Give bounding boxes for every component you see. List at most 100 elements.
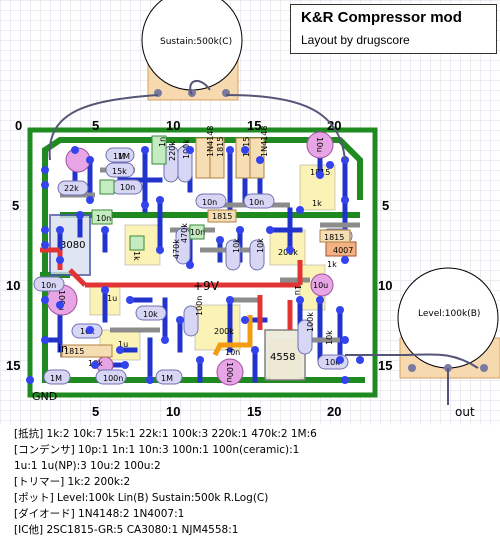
solder-dot — [86, 196, 94, 204]
label-22k: 22k — [64, 184, 79, 193]
label-1815-c: 1815 — [324, 233, 344, 242]
solder-dot — [41, 241, 49, 249]
solder-dot — [316, 171, 324, 179]
solder-dot — [186, 146, 194, 154]
parts-pots: [ポット] Level:100k Lin(B) Sustain:500k R.L… — [14, 492, 269, 504]
solder-dot — [41, 336, 49, 344]
row-label-right-10: 10 — [378, 278, 392, 293]
solder-dot — [316, 296, 324, 304]
label-10n-c: 10n — [249, 198, 264, 207]
label-200k-b: 200k — [214, 327, 234, 336]
parts-capacitors: [コンデンサ] 10p:1 1n:1 10n:3 100n:1 100n(cer… — [14, 444, 300, 456]
parts-capacitors-cont: 1u:1 1u(NP):3 10u:2 100u:2 — [14, 460, 161, 472]
label-10k-a: 10k — [232, 238, 241, 253]
solder-dot — [336, 306, 344, 314]
label-10n-g: 10n — [190, 228, 205, 237]
cap-label-100u-bottom: 100u — [225, 362, 234, 382]
solder-dot — [156, 246, 164, 254]
label-out: out — [455, 405, 475, 419]
label-1815-a: 1815 — [216, 137, 225, 157]
label-gnd: GND — [32, 390, 57, 403]
solder-dot — [196, 356, 204, 364]
ic-4558-label: 4558 — [270, 352, 295, 363]
label-10k-f: 10k — [325, 358, 340, 367]
parts-ics: [IC他] 2SC1815-GR:5 CA3080:1 NJM4558:1 — [14, 524, 239, 536]
solder-dot — [56, 226, 64, 234]
film-caps — [91, 135, 357, 257]
solder-dot — [41, 296, 49, 304]
label-4007: 4007 — [333, 246, 353, 255]
row-label-10: 10 — [6, 278, 20, 293]
label-1u-b: 1u — [293, 285, 302, 295]
col-label-20: 20 — [327, 118, 341, 133]
label-100n-b: 100n — [103, 374, 123, 383]
solder-dot — [336, 356, 344, 364]
solder-dot — [341, 256, 349, 264]
sustain-pot-label: Sustain:500k(C) — [160, 37, 232, 47]
col-label-5: 5 — [92, 118, 99, 133]
label-1m-d: 1M — [118, 152, 130, 161]
solder-dot — [26, 376, 34, 384]
solder-points — [26, 146, 364, 384]
label-1n: 1n — [158, 137, 167, 147]
row-label-right-15: 15 — [378, 358, 392, 373]
label-470k-a: 470k — [180, 223, 189, 243]
solder-dot — [56, 256, 64, 264]
label-1u-c: 1u — [118, 340, 128, 349]
orange-trace — [212, 315, 253, 357]
label-10n-e: 10n — [96, 214, 111, 223]
parts-resistors: [抵抗] 1k:2 10k:7 15k:1 22k:1 100k:3 220k:… — [14, 428, 317, 440]
solder-dot — [251, 346, 259, 354]
parts-trimmers: [トリマー] 1k:2 200k:2 — [14, 476, 131, 488]
label-10n-d: 10n — [41, 281, 56, 290]
col-label-10: 10 — [166, 118, 180, 133]
cap-label-100u-left: 100u — [57, 290, 66, 310]
ic-3080-label: 3080 — [60, 240, 85, 251]
stripboard-layout: 0 5 10 15 20 5 10 15 20 5 10 15 5 10 15 … — [6, 0, 500, 419]
label-1k-a: 1k — [312, 199, 322, 208]
solder-dot — [216, 236, 224, 244]
col-label-bottom-10: 10 — [166, 404, 180, 419]
cap-label-10u-top: 10u — [315, 137, 324, 152]
solder-dot — [161, 336, 169, 344]
solder-dot — [256, 156, 264, 164]
solder-dot — [296, 206, 304, 214]
solder-dot — [71, 146, 79, 154]
solder-dot — [41, 226, 49, 234]
label-in: in — [58, 342, 68, 355]
solder-dot — [116, 346, 124, 354]
level-pot-label: Level:100k(B) — [418, 309, 480, 319]
solder-dot — [341, 196, 349, 204]
parts-list: [抵抗] 1k:2 10k:7 15k:1 22k:1 100k:3 220k:… — [14, 426, 494, 538]
label-10n-f: 10n — [225, 348, 240, 357]
label-1n4148-b: 1N4148 — [260, 126, 269, 157]
label-1m-a: 1M — [113, 152, 125, 161]
label-15k: 15k — [112, 167, 127, 176]
label-1n4148-a: 1N4148 — [206, 126, 215, 157]
solder-dot — [56, 301, 64, 309]
label-220k: 220k — [168, 141, 177, 161]
solder-dot — [76, 211, 84, 219]
semiconductor-bodies — [61, 137, 351, 358]
label-10n-b: 10n — [202, 198, 217, 207]
solder-dot — [226, 296, 234, 304]
solder-dot — [356, 356, 364, 364]
solder-dot — [41, 166, 49, 174]
label-1815-e: 1815 — [212, 212, 232, 221]
label-1k-c: 1k — [327, 260, 337, 269]
solder-dot — [226, 146, 234, 154]
ic-3080-body — [49, 214, 91, 276]
solder-dot — [126, 296, 134, 304]
solder-dot — [296, 296, 304, 304]
cap-label-10u-right: 10u — [313, 281, 328, 290]
solder-dot — [91, 361, 99, 369]
label-1k-b: 1k — [132, 251, 141, 261]
solder-dot — [141, 201, 149, 209]
level-pot: Level:100k(B) — [397, 267, 500, 379]
col-label-bottom-5: 5 — [92, 404, 99, 419]
solder-dot — [176, 316, 184, 324]
layout-title: K&R Compressor mod — [301, 9, 462, 26]
label-10k-b: 10k — [256, 238, 265, 253]
solder-dot — [341, 336, 349, 344]
label-10k-g: 10k — [325, 330, 334, 345]
